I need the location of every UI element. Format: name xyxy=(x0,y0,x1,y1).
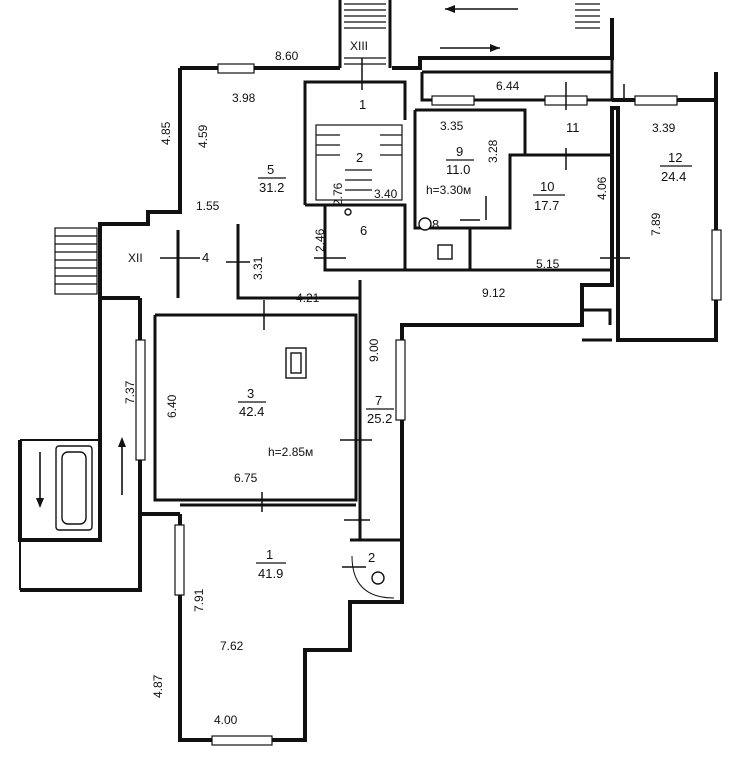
room-12-area: 24.4 xyxy=(661,169,686,184)
internal-stair xyxy=(315,124,403,201)
interior-partitions xyxy=(153,0,614,602)
dim-912: 9.12 xyxy=(482,286,506,300)
arrows xyxy=(36,5,518,508)
room-5-number: 5 xyxy=(267,162,274,177)
ceiling-heights: h=3.30м h=2.85м xyxy=(268,183,471,459)
dim-485: 4.85 xyxy=(159,121,173,145)
ceiling-height-upper: h=3.30м xyxy=(426,183,471,197)
dim-789: 7.89 xyxy=(649,212,663,236)
dim-406: 4.06 xyxy=(595,176,609,200)
ceiling-height-lower: h=2.85м xyxy=(268,445,313,459)
dim-328: 3.28 xyxy=(486,139,500,163)
room-7-area: 25.2 xyxy=(367,411,392,426)
dim-398: 3.98 xyxy=(232,91,256,105)
windows xyxy=(135,63,722,746)
room-8-number: 8 xyxy=(432,217,439,232)
dim-331: 3.31 xyxy=(251,256,265,280)
room-5-area: 31.2 xyxy=(259,180,284,195)
stairwell-xiii xyxy=(344,3,600,65)
dim-421: 4.21 xyxy=(296,291,320,305)
room-6-number: 6 xyxy=(360,223,367,238)
room-3-area: 42.4 xyxy=(239,404,264,419)
room-10-number: 10 xyxy=(540,179,554,194)
door-ticks xyxy=(160,58,630,568)
room-10-area: 17.7 xyxy=(534,198,559,213)
dim-644: 6.44 xyxy=(496,79,520,93)
dim-640: 6.40 xyxy=(165,394,179,418)
dim-515: 5.15 xyxy=(536,257,560,271)
room-4-number: 4 xyxy=(202,250,209,265)
dim-487: 4.87 xyxy=(151,674,165,698)
dim-675: 6.75 xyxy=(234,471,258,485)
stairwell-labels: XIII XII xyxy=(128,39,368,265)
dim-339: 3.39 xyxy=(652,121,676,135)
dim-900: 9.00 xyxy=(367,338,381,362)
dim-155: 1.55 xyxy=(196,199,220,213)
dim-340: 3.40 xyxy=(374,187,398,201)
room-7-number: 7 xyxy=(375,393,382,408)
fixtures xyxy=(55,208,453,599)
outer-walls xyxy=(18,18,718,742)
upper-room-1-number: 1 xyxy=(359,97,366,112)
dim-762: 7.62 xyxy=(220,639,244,653)
stairwell-xii-label: XII xyxy=(128,251,143,265)
room-labels: 5 31.2 9 11.0 10 17.7 12 24.4 11 1 2 6 8… xyxy=(202,97,686,581)
room-2-number: 2 xyxy=(368,550,375,565)
room-12-number: 12 xyxy=(668,150,682,165)
room-3-number: 3 xyxy=(247,386,254,401)
upper-room-2-number: 2 xyxy=(356,150,363,165)
stairwell-xiii-label: XIII xyxy=(350,39,368,53)
dimension-labels: 8.60 6.44 3.98 4.85 4.59 3.35 3.28 3.39 … xyxy=(123,49,676,727)
room-number-underlines xyxy=(238,159,692,564)
room-1-number: 1 xyxy=(266,547,273,562)
room-1-area: 41.9 xyxy=(258,566,283,581)
room-11-number: 11 xyxy=(566,120,580,135)
dim-400: 4.00 xyxy=(214,713,238,727)
room-9-number: 9 xyxy=(456,144,463,159)
dim-860: 8.60 xyxy=(275,49,299,63)
dim-335: 3.35 xyxy=(440,119,464,133)
stairwell-xii xyxy=(54,227,98,295)
dim-459: 4.59 xyxy=(196,124,210,148)
dim-737: 7.37 xyxy=(123,380,137,404)
dim-276: 2.76 xyxy=(331,182,345,206)
dim-246: 2.46 xyxy=(313,228,327,252)
dim-791: 7.91 xyxy=(192,588,206,612)
room-9-area: 11.0 xyxy=(446,162,470,177)
